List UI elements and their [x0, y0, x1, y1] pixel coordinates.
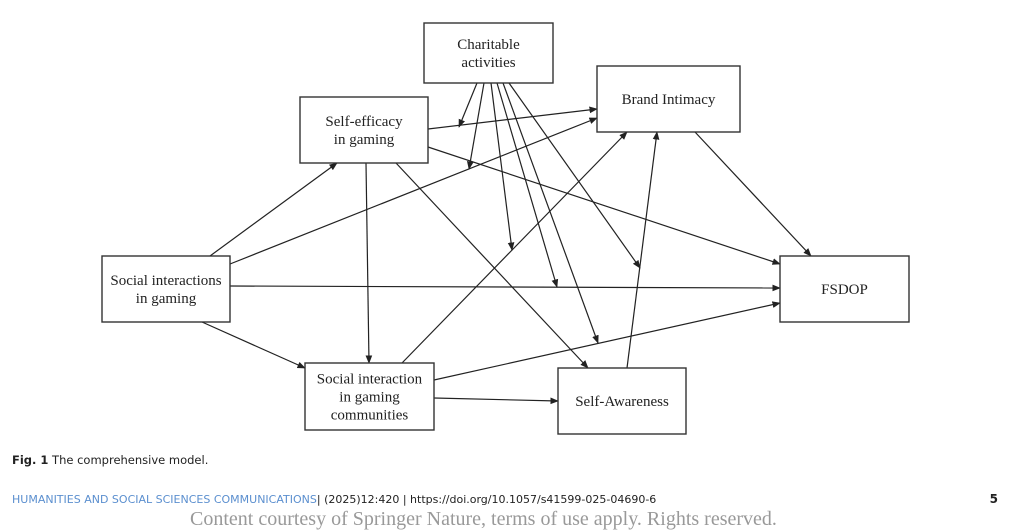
node-charitable: Charitable activities: [423, 22, 554, 84]
arrow-community-to-selfaware: [433, 397, 559, 405]
watermark: Content courtesy of Springer Nature, ter…: [190, 508, 777, 530]
moderation-arrow-community-brand: [490, 82, 515, 251]
moderation-arrow-selfeff-brand: [458, 82, 478, 128]
node-selfeff: Self-efficacy in gaming: [299, 96, 429, 164]
node-label: activities: [461, 55, 515, 71]
citation-doi[interactable]: | (2025)12:420 | https://doi.org/10.1057…: [316, 493, 657, 506]
node-label: Self-Awareness: [575, 394, 669, 410]
journal-name: HUMANITIES AND SOCIAL SCIENCES COMMUNICA…: [12, 493, 317, 506]
figure-label: Fig. 1: [12, 453, 49, 467]
figure-caption: Fig. 1 The comprehensive model.: [12, 453, 208, 467]
arrow-selfeff-to-community: [365, 162, 373, 364]
node-label: FSDOP: [821, 282, 868, 298]
node-box: [557, 367, 687, 435]
node-brand: Brand Intimacy: [596, 65, 741, 133]
node-label: in gaming: [136, 291, 197, 307]
node-box: [299, 96, 429, 164]
arrow-social-to-brand: [229, 117, 598, 265]
arrow-social-to-community: [201, 321, 306, 369]
arrow-selfeff-to-fsdop: [427, 146, 781, 265]
page-footer: HUMANITIES AND SOCIAL SCIENCES COMMUNICA…: [12, 493, 656, 506]
figure-caption-text: The comprehensive model.: [48, 453, 209, 467]
page-number: 5: [989, 492, 998, 506]
arrow-brand-to-fsdop: [694, 131, 812, 257]
arrow-social-to-fsdop: [229, 284, 781, 292]
node-label: in gaming: [334, 132, 395, 148]
moderation-arrow-community-fsdop: [502, 82, 599, 344]
moderation-arrow-social-brand: [466, 82, 485, 170]
node-box: [779, 255, 910, 323]
node-label: Charitable: [457, 37, 520, 53]
arrow-community-to-brand: [401, 131, 628, 364]
node-box: [101, 255, 231, 323]
node-label: Brand Intimacy: [622, 92, 716, 108]
node-label: in gaming: [339, 390, 400, 406]
node-box: [596, 65, 741, 133]
node-label: Self-efficacy: [325, 114, 403, 130]
arrow-selfeff-to-selfaware: [395, 162, 589, 369]
arrow-social-to-selfeff: [209, 162, 338, 257]
node-label: Social interaction: [317, 372, 423, 388]
node-label: communities: [331, 408, 409, 424]
arrow-selfaware-to-brand: [626, 131, 660, 369]
node-community: Social interaction in gaming communities: [304, 362, 435, 431]
node-selfaware: Self-Awareness: [557, 367, 687, 435]
node-box: [423, 22, 554, 84]
moderation-arrow-selfaware-brand: [508, 82, 641, 269]
moderation-arrow-social-fsdop: [496, 82, 559, 288]
arrow-selfeff-to-brand: [427, 106, 598, 130]
arrow-community-to-fsdop: [433, 301, 781, 381]
node-label: Social interactions: [110, 273, 221, 289]
node-social: Social interactions in gaming: [101, 255, 231, 323]
node-fsdop: FSDOP: [779, 255, 910, 323]
node-box: [304, 362, 435, 431]
